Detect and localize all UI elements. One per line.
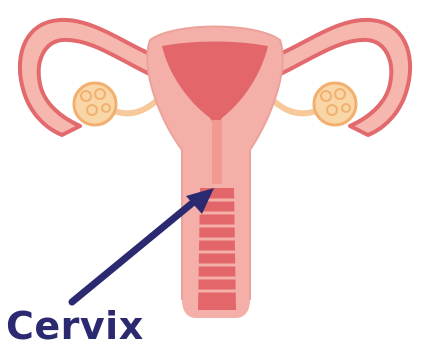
cervical-canal [212,120,222,184]
left-ovary [74,83,116,125]
right-ovary [314,83,356,125]
cervix-label: Cervix [6,303,144,349]
